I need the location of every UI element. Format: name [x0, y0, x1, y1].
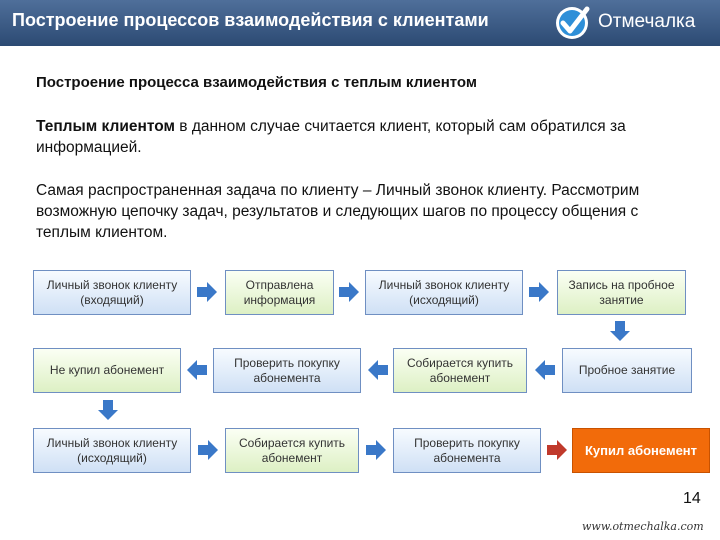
flow-box-trial-class: Пробное занятие [562, 348, 692, 393]
footer-url: www.otmechalka.com [582, 520, 704, 533]
arrow-right-icon [339, 282, 359, 302]
arrow-right-icon [529, 282, 549, 302]
arrow-down-icon [98, 400, 118, 420]
flow-box-call-incoming: Личный звонок клиенту (входящий) [33, 270, 191, 315]
definition-term: Теплым клиентом [36, 118, 175, 135]
arrow-left-icon [187, 360, 207, 380]
flow-box-label: Личный звонок клиенту (исходящий) [46, 435, 178, 465]
flow-box-check-purchase: Проверить покупку абонемента [213, 348, 361, 393]
page-number: 14 [683, 490, 701, 507]
flow-box-label: Собирается купить абонемент [238, 435, 346, 465]
flow-box-call-outgoing: Личный звонок клиенту (исходящий) [365, 270, 523, 315]
flow-box-label: Отправлена информация [243, 277, 316, 307]
logo-text: Отмечалка [598, 11, 696, 32]
arrow-down-icon [610, 321, 630, 341]
flow-box-label: Личный звонок клиенту (входящий) [46, 277, 178, 307]
flow-box-label: Проверить покупку абонемента [234, 355, 340, 385]
checkmark-logo-icon [556, 6, 590, 39]
flow-box-check-purchase-2: Проверить покупку абонемента [393, 428, 541, 473]
flow-box-going-to-buy: Собирается купить абонемент [393, 348, 527, 393]
arrow-right-icon [198, 440, 218, 460]
task-paragraph: Самая распространенная задача по клиенту… [36, 182, 640, 241]
flow-box-info-sent: Отправлена информация [225, 270, 334, 315]
flow-box-label: Запись на пробное занятие [568, 277, 675, 307]
flow-box-label: Пробное занятие [578, 363, 676, 377]
arrow-left-icon [368, 360, 388, 380]
flow-box-not-bought: Не купил абонемент [33, 348, 181, 393]
arrow-right-icon [197, 282, 217, 302]
flow-box-trial-signup: Запись на пробное занятие [557, 270, 686, 315]
flow-box-label: Собирается купить абонемент [406, 355, 514, 385]
definition-paragraph: Теплым клиентом в данном случае считаетс… [36, 116, 676, 158]
section-subtitle: Построение процесса взаимодействия с теп… [36, 74, 477, 91]
flow-box-label: Купил абонемент [584, 443, 698, 458]
flow-box-label: Проверить покупку абонемента [414, 435, 520, 465]
arrow-right-red-icon [547, 440, 567, 460]
flow-box-label: Личный звонок клиенту (исходящий) [378, 277, 510, 307]
flow-box-call-outgoing-2: Личный звонок клиенту (исходящий) [33, 428, 191, 473]
flow-box-bought: Купил абонемент [572, 428, 710, 473]
slide-title: Построение процессов взаимодействия с кл… [12, 10, 489, 30]
flow-box-label: Не купил абонемент [49, 363, 165, 377]
arrow-right-icon [366, 440, 386, 460]
arrow-left-icon [535, 360, 555, 380]
header-bar: Построение процессов взаимодействия с кл… [0, 0, 720, 46]
definition-text: в данном случае считается клиент, которы… [36, 118, 626, 156]
flow-box-going-to-buy-2: Собирается купить абонемент [225, 428, 359, 473]
